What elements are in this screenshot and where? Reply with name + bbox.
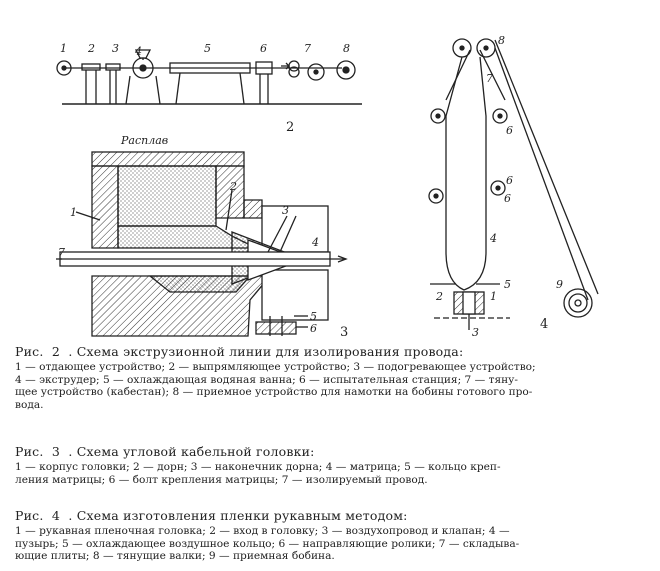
caption-fig2-line: 4 — экструдер; 5 — охлаждающая водяная в… — [15, 373, 518, 386]
fig3-mark-7: 7 — [58, 246, 65, 259]
caption-fig3-prefix: Рис. — [15, 444, 44, 459]
caption-fig2-line: 1 — отдающее устройство; 2 — выпрямляюще… — [15, 361, 536, 373]
fig2-mark-6: 6 — [260, 42, 267, 55]
caption-fig3: Рис. 3 . Схема угловой кабельной головки… — [15, 444, 650, 486]
fig2-mark-3: 3 — [112, 42, 119, 55]
caption-fig2-heading: . Схема экструзионной линии для изолиров… — [68, 344, 464, 359]
caption-fig4-title: Рис. 4 . Схема изготовления пленки рукав… — [15, 508, 650, 523]
caption-fig4-line: ющие плиты; 8 — тянущие валки; 9 — прием… — [15, 550, 335, 563]
fig4-mark-7: 7 — [486, 72, 493, 85]
fig3-mark-2: 2 — [229, 180, 237, 193]
caption-fig2: Рис. 2 . Схема экструзионной линии для и… — [15, 344, 650, 411]
fig3-mark-3: 3 — [282, 204, 289, 217]
fig2-mark-4: 4 — [134, 45, 142, 58]
caption-fig3-title: Рис. 3 . Схема угловой кабельной головки… — [15, 444, 650, 459]
fig3-mark-1: 1 — [70, 206, 77, 219]
caption-fig2-title: Рис. 2 . Схема экструзионной линии для и… — [15, 344, 650, 359]
fig4-mark-2: 2 — [435, 290, 443, 303]
caption-fig2-prefix: Рис. — [15, 344, 44, 359]
caption-fig4-line: пузырь; 5 — охлаждающее воздушное кольцо… — [15, 537, 520, 550]
fig4-mark-9: 9 — [556, 278, 563, 291]
fig2-number: 2 — [286, 120, 294, 135]
fig4-part-marks: 1 2 3 4 5 6 6 6 7 8 9 4 — [435, 34, 563, 339]
fig2-mark-7: 7 — [304, 42, 311, 55]
caption-fig4: Рис. 4 . Схема изготовления пленки рукав… — [15, 508, 650, 563]
fig4-number: 4 — [540, 317, 548, 332]
caption-fig4-legend: 1 — рукавная пленочная головка; 2 — вход… — [15, 525, 650, 563]
caption-fig2-line: щее устройство (кабестан); 8 — приемное … — [15, 386, 533, 399]
fig4-mark-6a: 6 — [506, 124, 513, 137]
fig3-mark-4: 4 — [311, 236, 319, 249]
fig2-mark-8: 8 — [343, 42, 350, 55]
fig4-mark-5: 5 — [504, 278, 511, 291]
caption-fig3-number: 3 — [51, 444, 61, 459]
fig4-blown-film-diagram — [428, 38, 599, 330]
caption-fig4-line: 1 — рукавная пленочная головка; 2 — вход… — [15, 525, 510, 537]
fig2-part-marks: 1 2 3 4 5 6 7 8 2 — [60, 42, 350, 135]
caption-fig3-heading: . Схема угловой кабельной головки: — [68, 444, 315, 459]
caption-fig2-number: 2 — [51, 344, 61, 359]
caption-fig3-line: ления матрицы; 6 — болт крепления матриц… — [15, 473, 428, 486]
fig4-mark-6c: 6 — [504, 192, 511, 205]
caption-fig4-prefix: Рис. — [15, 508, 44, 523]
fig2-mark-2: 2 — [87, 42, 95, 55]
fig4-mark-6b: 6 — [506, 174, 513, 187]
fig3-part-marks: 1 2 3 4 5 6 7 3 — [58, 180, 348, 340]
fig4-mark-4: 4 — [489, 232, 497, 245]
fig3-melt-label: Расплав — [120, 134, 168, 147]
fig2-mark-5: 5 — [204, 42, 211, 55]
fig3-mark-5: 5 — [310, 310, 317, 323]
fig4-mark-1: 1 — [490, 290, 497, 303]
fig4-mark-8: 8 — [498, 34, 505, 47]
fig3-cable-head-diagram: Расплав — [56, 134, 348, 337]
fig2-extrusion-line-diagram — [56, 49, 362, 105]
caption-fig2-line: вода. — [15, 398, 44, 411]
caption-fig3-legend: 1 — корпус головки; 2 — дорн; 3 — наконе… — [15, 461, 650, 486]
caption-fig4-number: 4 — [51, 508, 61, 523]
fig3-mark-6: 6 — [310, 322, 317, 335]
fig2-mark-1: 1 — [60, 42, 67, 55]
caption-fig2-legend: 1 — отдающее устройство; 2 — выпрямляюще… — [15, 361, 650, 411]
figures-panel: 1 2 3 4 5 6 7 8 2 Расплав — [56, 34, 599, 340]
fig3-number: 3 — [340, 325, 348, 340]
caption-fig3-line: 1 — корпус головки; 2 — дорн; 3 — наконе… — [15, 461, 501, 473]
caption-fig4-heading: . Схема изготовления пленки рукавным мет… — [68, 508, 408, 523]
fig4-mark-3: 3 — [472, 326, 479, 339]
